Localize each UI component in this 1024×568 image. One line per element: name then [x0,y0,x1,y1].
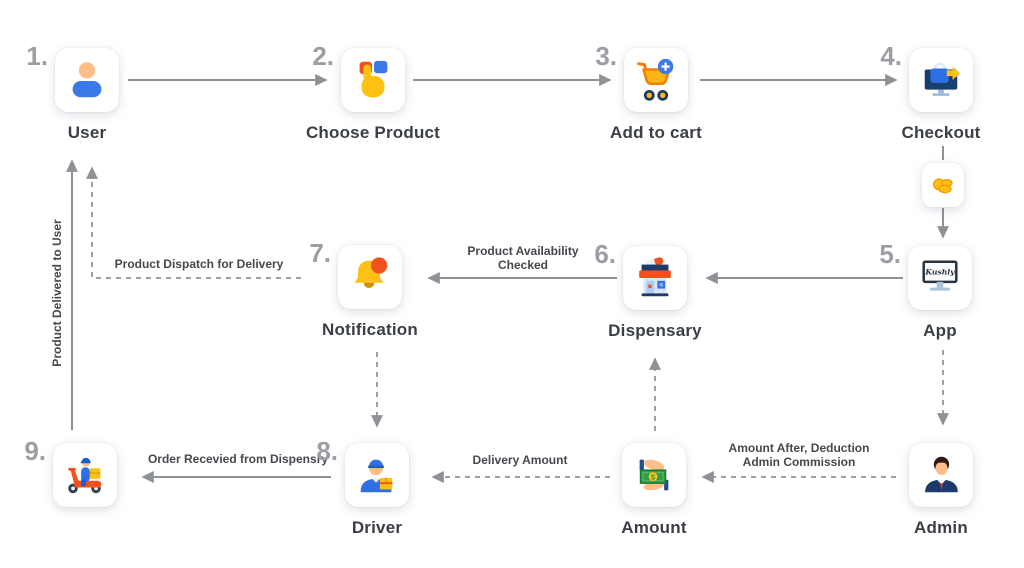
coins-icon-box [922,163,964,207]
node-label-notification: Notification [322,320,418,339]
node-amount: $ Amount [621,443,687,537]
cart-plus-icon [637,58,674,101]
edge-label-product-dispatch: Product Dispatch for Delivery [114,257,284,271]
app-logo-text: Kushly [924,268,955,277]
driver-icon-box [345,443,409,507]
node-add-to-cart: 3. Add to cart [595,43,701,142]
admin-businessman-icon [925,456,958,493]
delivery-scooter-icon [68,457,102,494]
step-number-6: 6. [594,239,616,269]
checkout-monitor-bag-icon [924,62,961,96]
step-number-1: 1. [26,41,48,71]
node-label-admin: Admin [914,518,968,537]
money-exchange-icon: $ [639,459,669,491]
step-number-9: 9. [24,436,46,466]
dispensary-icon-box [623,246,687,310]
node-label-add-to-cart: Add to cart [610,123,702,142]
scooter-icon-box [53,443,117,507]
node-label-checkout: Checkout [901,123,981,142]
edge-label-availability-line1: Product Availability [467,244,579,258]
choose-product-icon-box [341,48,405,112]
step-number-4: 4. [880,41,902,71]
node-user: 1. User [26,43,119,142]
node-driver: 8. Driver [316,438,409,537]
tap-select-icon [359,60,388,98]
node-dispensary: 6. Dispensary [594,241,701,340]
checkout-icon-box [909,48,973,112]
node-label-dispensary: Dispensary [608,321,702,340]
step-number-8: 8. [316,436,338,466]
node-choose-product: 2. Choose Product [306,43,440,142]
node-label-app: App [923,321,957,340]
step-number-7: 7. [309,238,331,268]
node-delivery-scooter: 9. [24,438,117,507]
app-monitor-icon: Kushly [922,260,958,291]
edge-label-order-received: Order Recevied from Dispensry [147,452,329,466]
step-number-3: 3. [595,41,617,71]
amount-icon-box: $ [622,443,686,507]
node-admin: Admin [909,443,973,537]
dollar-sign-glyph: $ [651,473,656,482]
node-payment-coins [922,163,964,207]
node-label-user: User [67,123,107,142]
edge-label-amount-after-line1: Amount After, Deduction [728,441,870,455]
delivery-driver-icon [360,459,393,493]
step-number-5: 5. [879,239,901,269]
admin-icon-box [909,443,973,507]
step-number-2: 2. [312,41,334,71]
edge-label-delivery-amount: Delivery Amount [472,453,568,467]
add-to-cart-icon-box [624,48,688,112]
notification-icon-box [338,245,402,309]
node-label-choose-product: Choose Product [305,123,441,142]
edge-label-availability-line2: Checked [497,258,549,272]
node-label-driver: Driver [351,518,403,537]
node-app: 5. Kushly App [879,241,972,340]
edge-label-amount-after-line2: Admin Commission [742,455,856,469]
edge-label-product-delivered: Product Delivered to User [50,219,64,367]
user-icon [72,62,102,98]
notification-bell-icon [354,257,388,289]
node-checkout: 4. Checkout [880,43,980,142]
node-notification: 7. Notification [309,240,417,339]
edge-label-availability: Product Availability Checked [467,244,578,272]
user-icon-box [55,48,119,112]
app-icon-box: Kushly [908,246,972,310]
dispensary-store-icon [639,257,671,297]
edge-label-amount-after: Amount After, Deduction Admin Commission [729,441,870,469]
coins-icon [933,178,953,194]
node-label-amount: Amount [621,518,687,537]
